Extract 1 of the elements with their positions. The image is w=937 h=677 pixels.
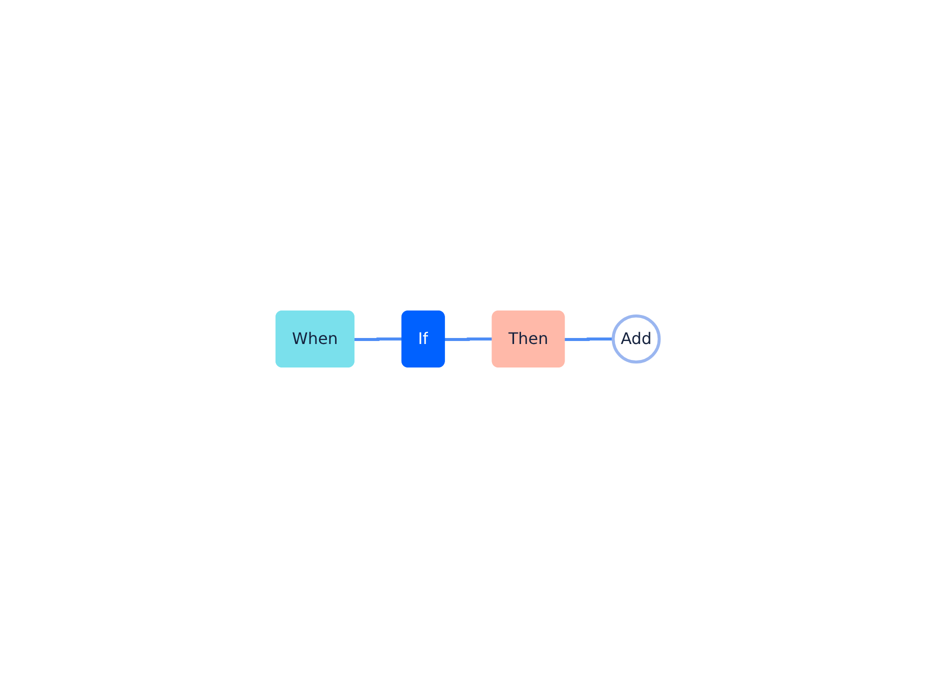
node-circle: Add: [612, 314, 662, 363]
